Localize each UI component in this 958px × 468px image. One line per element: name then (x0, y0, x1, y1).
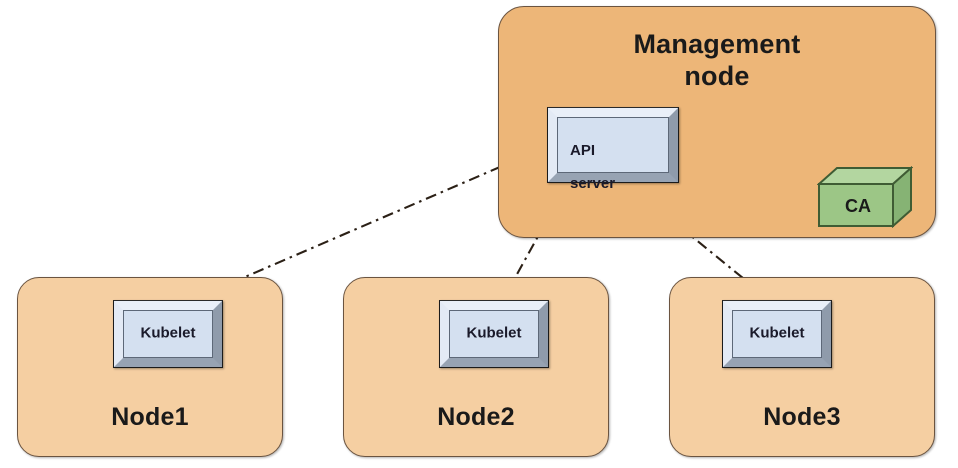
management-node-title-line1: Management (633, 29, 801, 59)
node-group-node3[interactable]: Kubelet Node3 (669, 277, 935, 457)
api-server-label-line1: API (570, 141, 596, 159)
kubelet-label-node1: Kubelet (140, 324, 196, 342)
management-node-title-line2: node (684, 60, 750, 91)
node-title-node3: Node3 (763, 402, 841, 431)
api-server-face: API server (557, 117, 669, 192)
api-server-box[interactable]: API server (547, 107, 679, 192)
api-server-label: API server (570, 126, 615, 210)
kubelet-bevel-node1 (114, 301, 222, 367)
ca-cuboid-icon (816, 165, 914, 229)
kubelet-face-node3: Kubelet (732, 310, 822, 358)
kubelet-face-node2: Kubelet (449, 310, 539, 358)
node-group-node2[interactable]: Kubelet Node2 (343, 277, 609, 457)
kubelet-bevel-node3 (723, 301, 831, 367)
management-node-group[interactable]: Management node API server CA (498, 6, 936, 238)
node-group-node1[interactable]: Kubelet Node1 (17, 277, 283, 457)
kubelet-label-node3: Kubelet (749, 324, 805, 342)
api-server-label-line2: server (570, 175, 616, 193)
node-title-node2: Node2 (437, 402, 515, 431)
ca-box[interactable]: CA (816, 165, 914, 229)
kubelet-bevel-node2 (440, 301, 548, 367)
node-title-node1: Node1 (111, 402, 189, 431)
kubelet-label-node2: Kubelet (466, 324, 522, 342)
kubelet-box-node3[interactable]: Kubelet (722, 300, 832, 368)
api-server-bevel (548, 108, 678, 182)
kubelet-face-node1: Kubelet (123, 310, 213, 358)
management-node-title: Management node (499, 29, 935, 93)
kubelet-box-node2[interactable]: Kubelet (439, 300, 549, 368)
kubelet-box-node1[interactable]: Kubelet (113, 300, 223, 368)
